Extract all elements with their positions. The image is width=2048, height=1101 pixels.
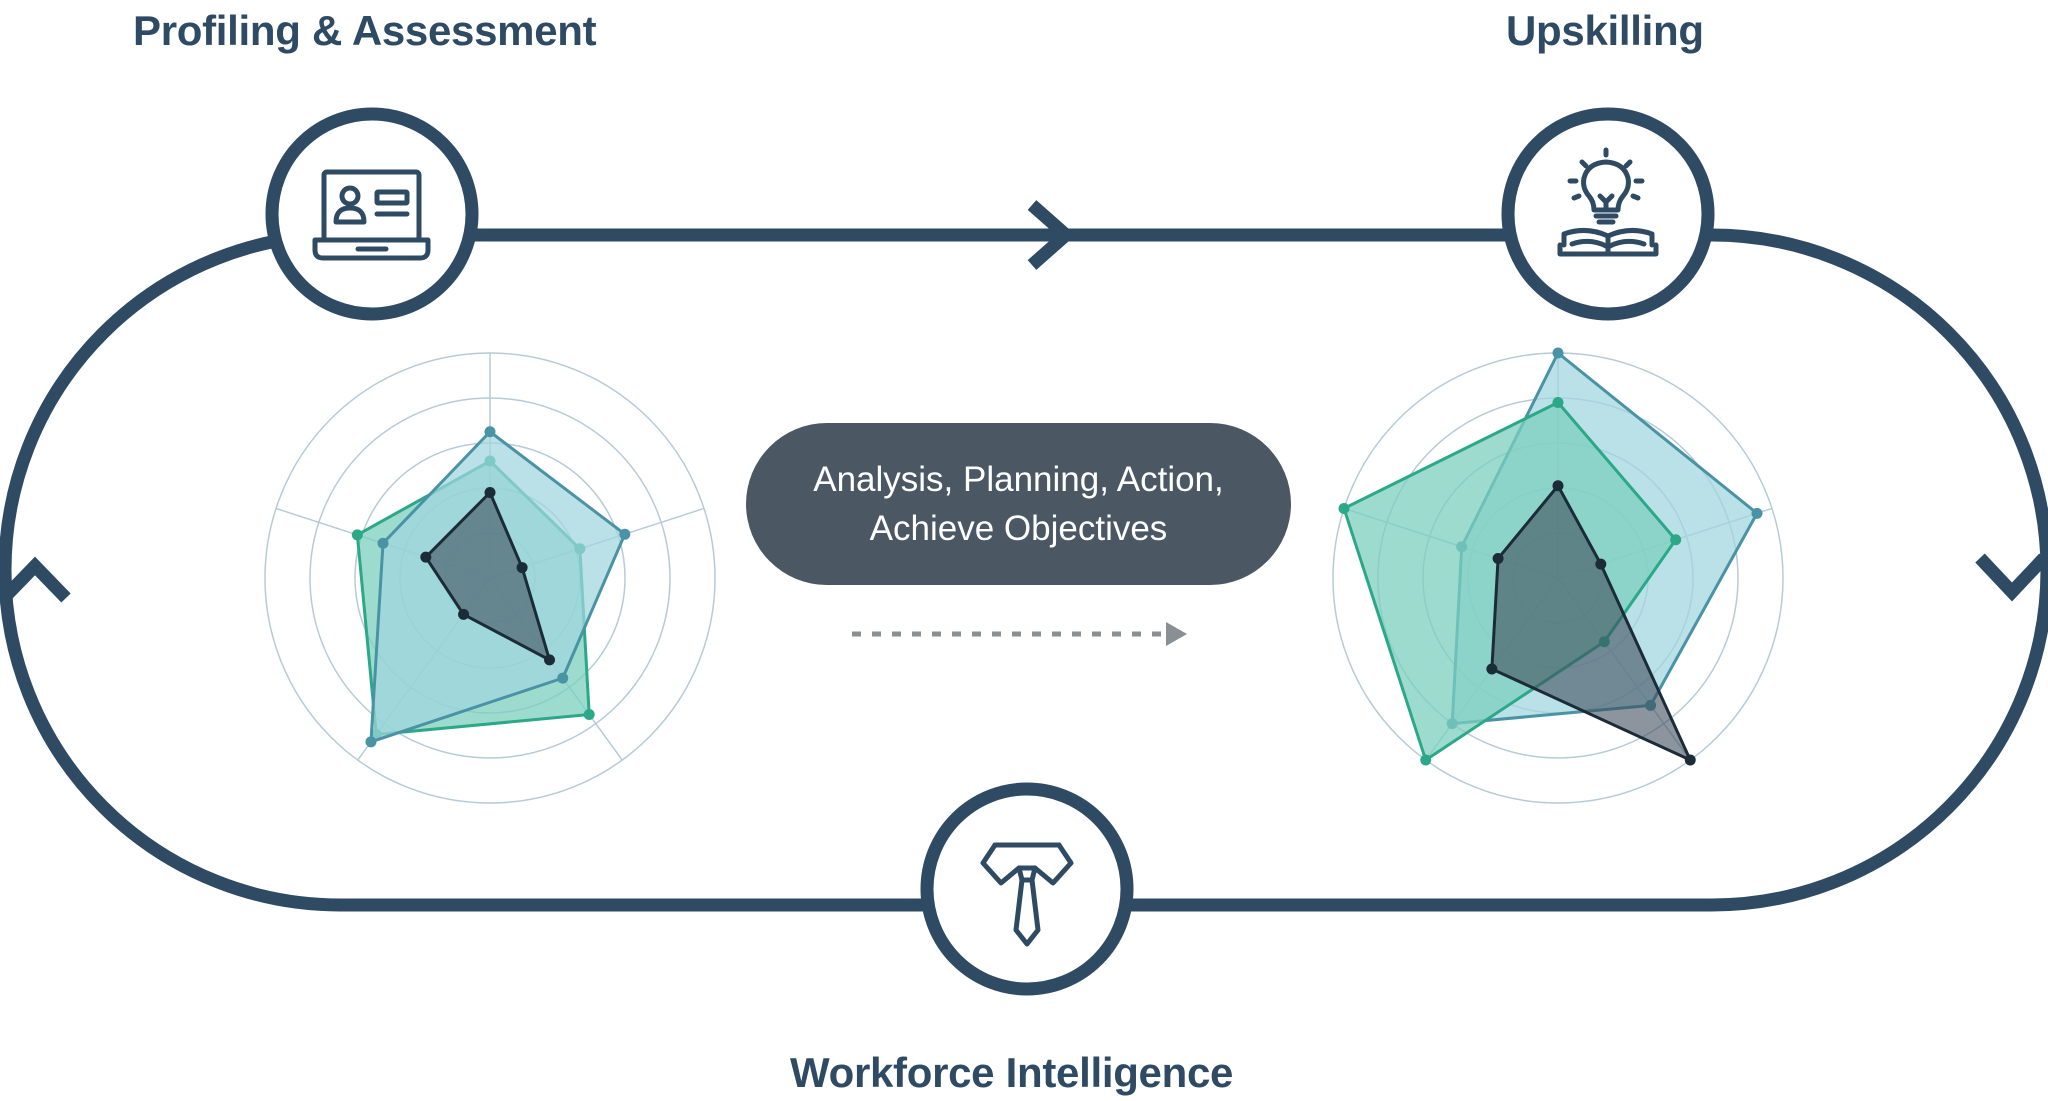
stage-profiling[interactable] bbox=[265, 107, 479, 321]
loop-arrow-top bbox=[1027, 200, 1076, 270]
radar-before-series-dark-point bbox=[544, 654, 556, 666]
radar-after-series-dark-point bbox=[1684, 754, 1696, 766]
stage-upskilling[interactable] bbox=[1501, 107, 1715, 321]
radar-after-series-teal-point bbox=[1552, 397, 1564, 408]
radar-before-series-blue-point bbox=[365, 736, 377, 748]
radar-before-series-dark-point bbox=[458, 608, 470, 620]
loop-track bbox=[0, 228, 2048, 912]
radar-before-series-teal-point bbox=[583, 709, 595, 721]
stage-label-upskilling: Upskilling bbox=[1506, 7, 1704, 54]
center-message-pill: Analysis, Planning, Action, Achieve Obje… bbox=[746, 423, 1291, 585]
radar-before-series-dark-area bbox=[424, 491, 552, 662]
dotted-arrow-head bbox=[1166, 622, 1187, 646]
radar-after-series-dark-area bbox=[1490, 484, 1692, 762]
radar-before-series-blue-point bbox=[619, 528, 631, 540]
radar-after-series-dark-point bbox=[1595, 558, 1607, 570]
radar-before-series-dark-point bbox=[516, 562, 528, 574]
lightbulb-book-icon bbox=[1557, 147, 1659, 257]
radar-after-series-dark-point bbox=[1492, 553, 1504, 565]
shirt-tie-icon bbox=[980, 842, 1074, 947]
profiling-node[interactable] bbox=[265, 107, 479, 321]
laptop-profile-icon bbox=[312, 169, 431, 261]
dotted-arrow bbox=[852, 622, 1187, 646]
radar-before-series-blue-point bbox=[377, 537, 389, 549]
workforce-node[interactable] bbox=[920, 782, 1134, 996]
stage-workforce[interactable] bbox=[920, 782, 1134, 996]
radar-after-series-teal-point bbox=[1420, 754, 1432, 766]
radar-after-series-blue-point bbox=[1552, 347, 1564, 359]
loop-arrow-left bbox=[0, 556, 71, 603]
radar-after-series-dark-point bbox=[1552, 480, 1564, 492]
radar-before-series-dark-point bbox=[420, 551, 432, 563]
radar-after-series-teal-point bbox=[1338, 502, 1350, 514]
loop-arrow-right bbox=[1975, 553, 2048, 602]
stage-label-profiling: Profiling & Assessment bbox=[133, 7, 597, 54]
radar-before-series-teal-point bbox=[351, 529, 363, 541]
radar-after-series-dark-point bbox=[1486, 663, 1498, 675]
radar-after-series-blue-point bbox=[1751, 507, 1763, 519]
radar-chart-before bbox=[264, 352, 716, 804]
radar-chart-after bbox=[1332, 347, 1784, 804]
radar-before-series-blue-point bbox=[484, 426, 496, 438]
radar-after-series-teal-point bbox=[1670, 534, 1682, 546]
center-message-line-2: Achieve Objectives bbox=[869, 509, 1168, 548]
radar-before-series-dark-point bbox=[484, 487, 496, 498]
radar-before-series-blue-point bbox=[557, 672, 569, 684]
stage-label-workforce: Workforce Intelligence bbox=[790, 1049, 1234, 1096]
center-message-line-1: Analysis, Planning, Action, bbox=[813, 460, 1224, 499]
cycle-loop bbox=[0, 200, 2048, 912]
